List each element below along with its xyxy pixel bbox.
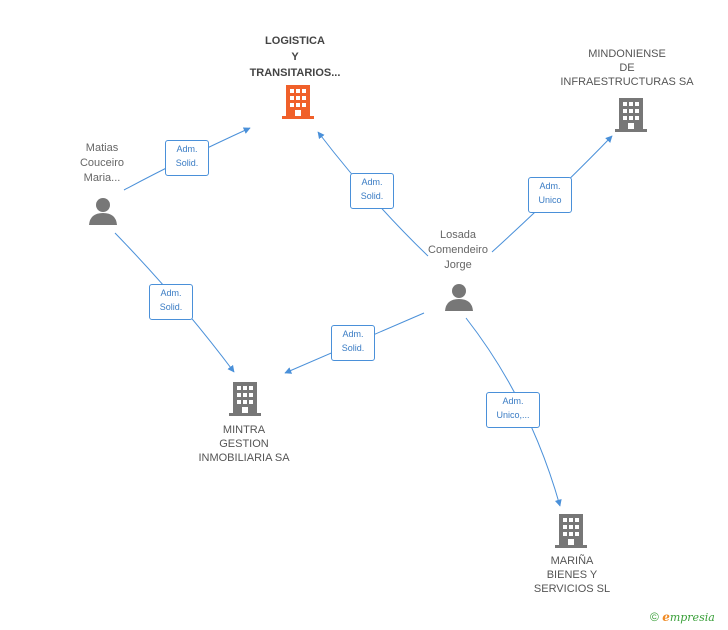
company-label-marina[interactable]: MARIÑA BIENES Y SERVICIOS SL xyxy=(533,555,611,595)
person-icon[interactable] xyxy=(444,282,474,312)
person-label-losada[interactable]: Losada Comendeiro Jorge xyxy=(428,229,488,271)
person-icon[interactable] xyxy=(88,196,118,226)
company-label-logistica[interactable]: LOGISTICA Y TRANSITARIOS... xyxy=(249,35,341,79)
brand-initial: e xyxy=(662,610,670,624)
building-icon[interactable] xyxy=(555,514,587,548)
building-icon[interactable] xyxy=(282,85,314,119)
edge-label-losada-mintra[interactable]: Adm. Solid. xyxy=(331,325,375,361)
edge-label-losada-logistica[interactable]: Adm. Solid. xyxy=(350,173,394,209)
company-label-mindoniense[interactable]: MINDONIENSE DE INFRAESTRUCTURAS SA xyxy=(560,48,694,88)
edge-label-losada-marina[interactable]: Adm. Unico,... xyxy=(486,392,540,428)
edge-label-matias-logistica[interactable]: Adm. Solid. xyxy=(165,140,209,176)
building-icon[interactable] xyxy=(229,382,261,416)
brand-name: mpresia xyxy=(669,611,715,624)
company-label-mintra[interactable]: MINTRA GESTION INMOBILIARIA SA xyxy=(198,424,290,464)
edge-label-matias-mintra[interactable]: Adm. Solid. xyxy=(149,284,193,320)
copyright-icon: © xyxy=(650,610,659,624)
edge-label-losada-mindoniense[interactable]: Adm. Unico xyxy=(528,177,572,213)
person-label-matias[interactable]: Matias Couceiro Maria... xyxy=(79,142,125,184)
building-icon[interactable] xyxy=(615,98,647,132)
footer-brand: © empresia xyxy=(650,610,715,624)
